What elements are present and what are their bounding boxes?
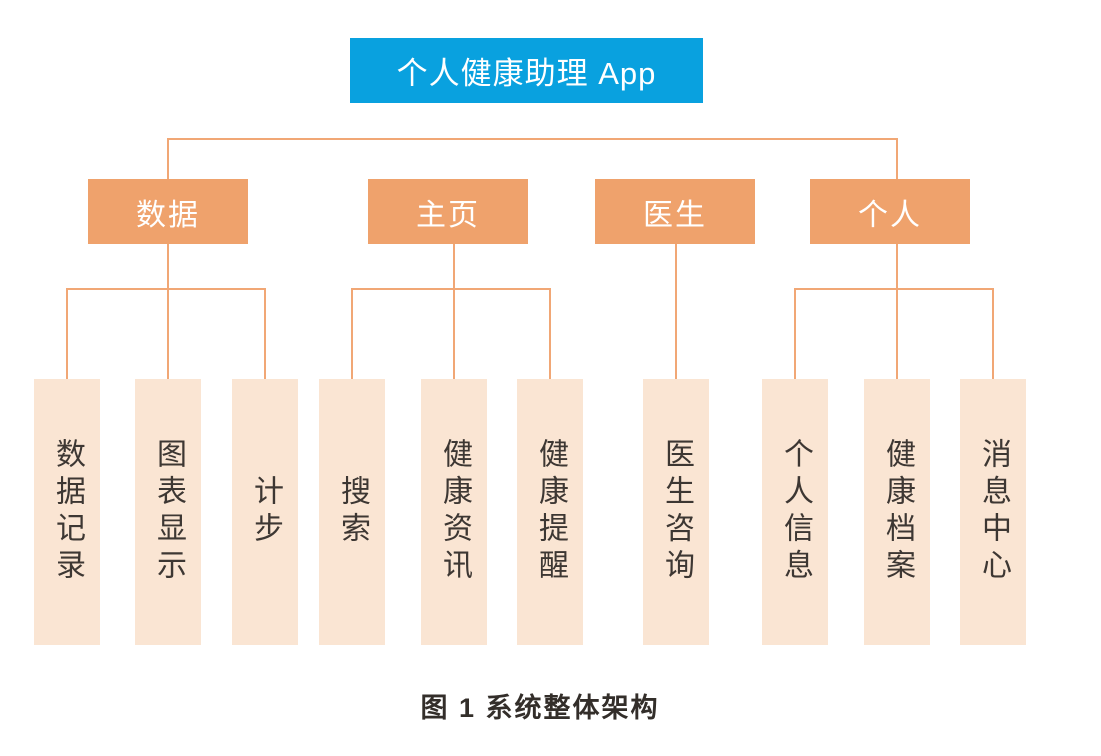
root-node-app: 个人健康助理 App	[350, 38, 703, 103]
connector-trunk-right-vertical	[896, 138, 898, 179]
figure-caption: 图 1 系统整体架构	[420, 693, 660, 723]
connector-data-right-vertical	[264, 288, 266, 379]
leaf-node-search: 搜索	[319, 379, 385, 645]
connector-profile-left-vertical	[794, 288, 796, 379]
connector-home-center-vertical	[453, 244, 455, 379]
connector-home-right-vertical	[549, 288, 551, 379]
connector-doctor-vertical	[675, 244, 677, 379]
connector-data-horizontal	[66, 288, 266, 290]
branch-node-profile: 个人	[810, 179, 970, 244]
connector-profile-right-vertical	[992, 288, 994, 379]
connector-profile-horizontal	[794, 288, 994, 290]
leaf-node-message-center: 消息中心	[960, 379, 1026, 645]
connector-home-horizontal	[351, 288, 551, 290]
connector-data-left-vertical	[66, 288, 68, 379]
branch-node-doctor: 医生	[595, 179, 755, 244]
leaf-node-step-counter: 计步	[232, 379, 298, 645]
connector-data-center-vertical	[167, 244, 169, 379]
leaf-node-chart-display: 图表显示	[135, 379, 201, 645]
connector-home-left-vertical	[351, 288, 353, 379]
branch-node-home: 主页	[368, 179, 528, 244]
leaf-node-health-reminder: 健康提醒	[517, 379, 583, 645]
leaf-node-data-record: 数据记录	[34, 379, 100, 645]
leaf-node-health-archive: 健康档案	[864, 379, 930, 645]
leaf-node-health-news: 健康资讯	[421, 379, 487, 645]
connector-trunk-horizontal	[167, 138, 898, 140]
leaf-node-profile-info: 个人信息	[762, 379, 828, 645]
connector-trunk-left-vertical	[167, 138, 169, 179]
connector-profile-center-vertical	[896, 244, 898, 379]
branch-node-data: 数据	[88, 179, 248, 244]
leaf-node-doctor-consult: 医生咨询	[643, 379, 709, 645]
